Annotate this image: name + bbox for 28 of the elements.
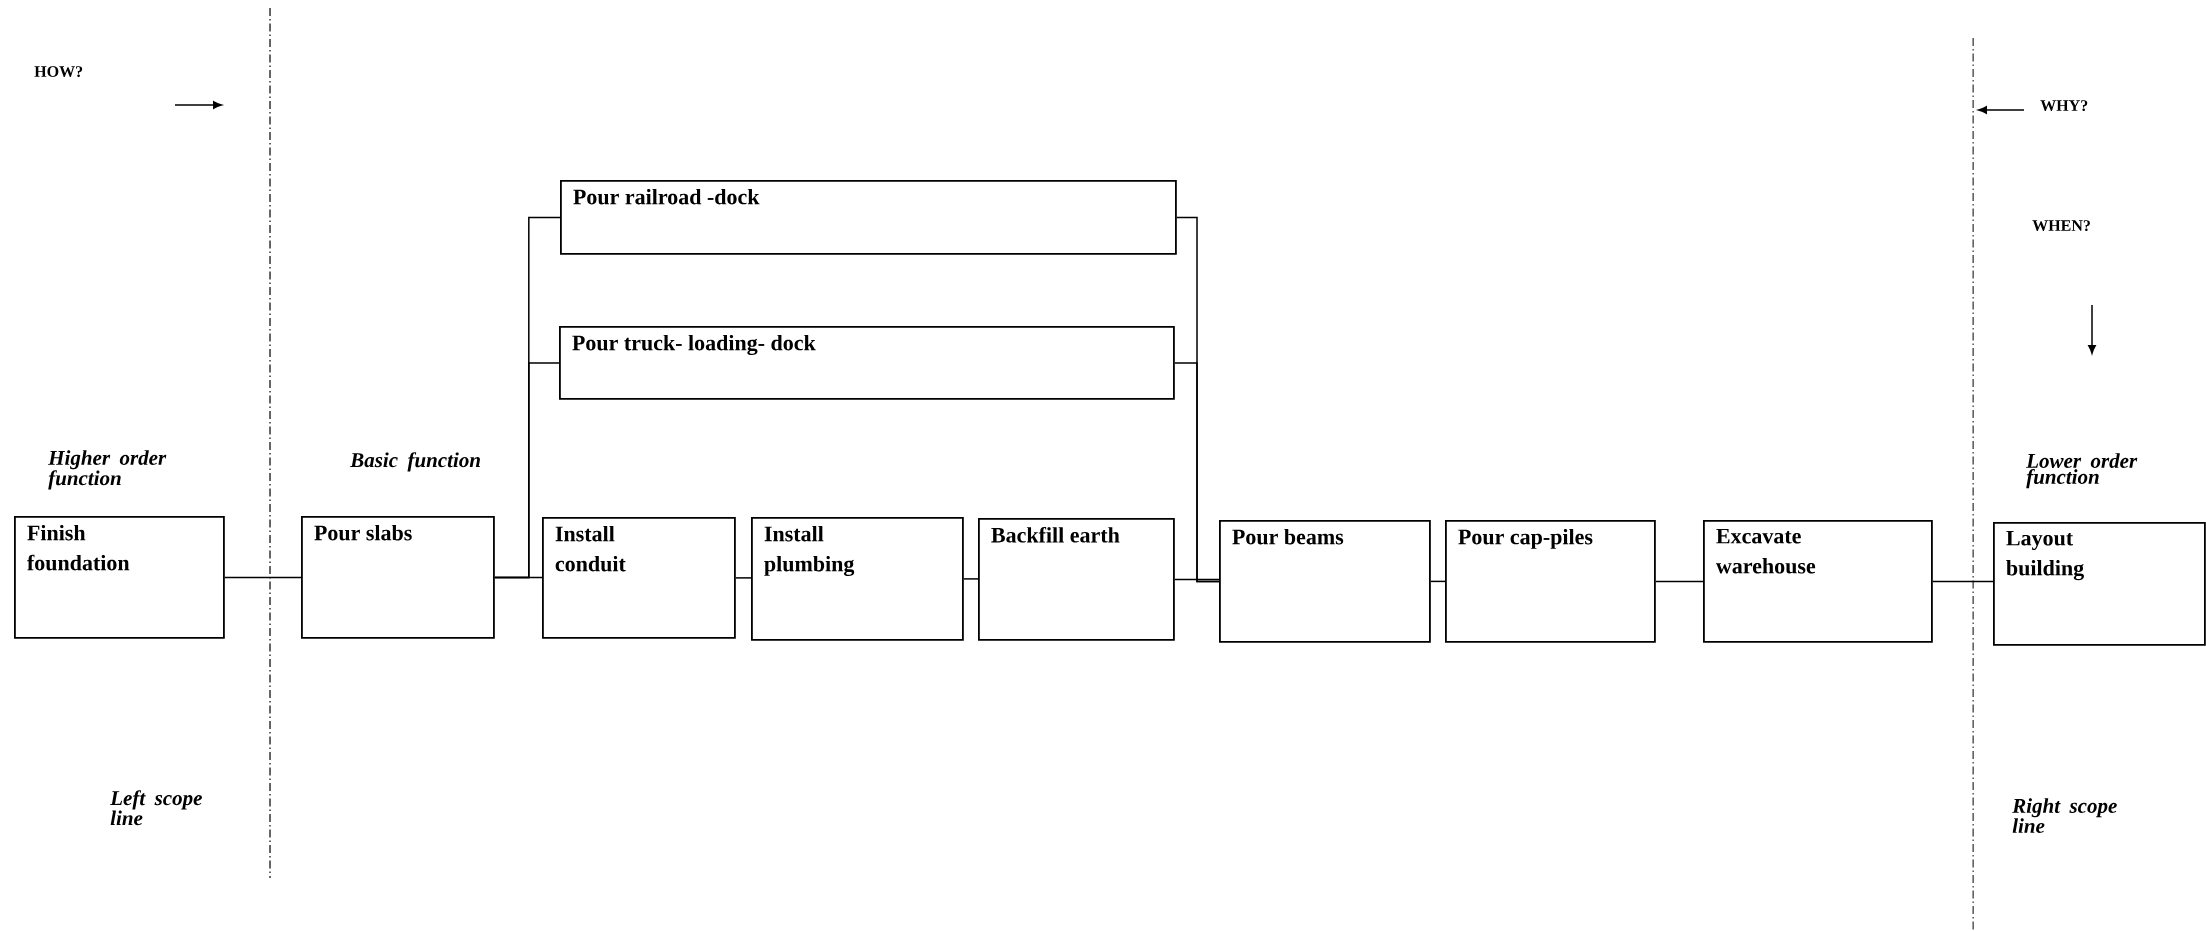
connector-line (963, 578, 979, 580)
function-box: Backfill earth (978, 518, 1175, 641)
function-box: Pour beams (1219, 520, 1431, 643)
scope-label: Right scope line (2012, 798, 2117, 833)
connector-line (735, 577, 752, 579)
connector-line (1174, 578, 1220, 581)
function-label: Higher order function (48, 450, 167, 490)
scope-label: Left scope line (110, 790, 202, 826)
connector-line (1655, 580, 1704, 583)
connector-line (494, 576, 543, 579)
function-box: Install plumbing (751, 517, 964, 641)
function-box: Install conduit (542, 517, 736, 639)
connector-line (1932, 580, 1994, 583)
function-label: Basic function (350, 452, 480, 472)
function-box: Excavate warehouse (1703, 520, 1933, 643)
function-box: Pour truck- loading- dock (559, 326, 1175, 400)
connector-line (224, 576, 302, 579)
question-label: WHY? (2040, 100, 2088, 112)
connector-line (1430, 580, 1446, 583)
connector-line (1174, 362, 1220, 583)
function-box: Layout building (1993, 522, 2206, 646)
function-box: Pour slabs (301, 516, 495, 639)
function-box: Pour cap-piles (1445, 520, 1656, 643)
question-label: HOW? (34, 66, 83, 78)
function-box: Pour railroad -dock (560, 180, 1177, 255)
function-label: Lower order function (2026, 453, 2138, 489)
function-box: Finish foundation (14, 516, 225, 639)
question-label: WHEN? (2032, 220, 2090, 232)
